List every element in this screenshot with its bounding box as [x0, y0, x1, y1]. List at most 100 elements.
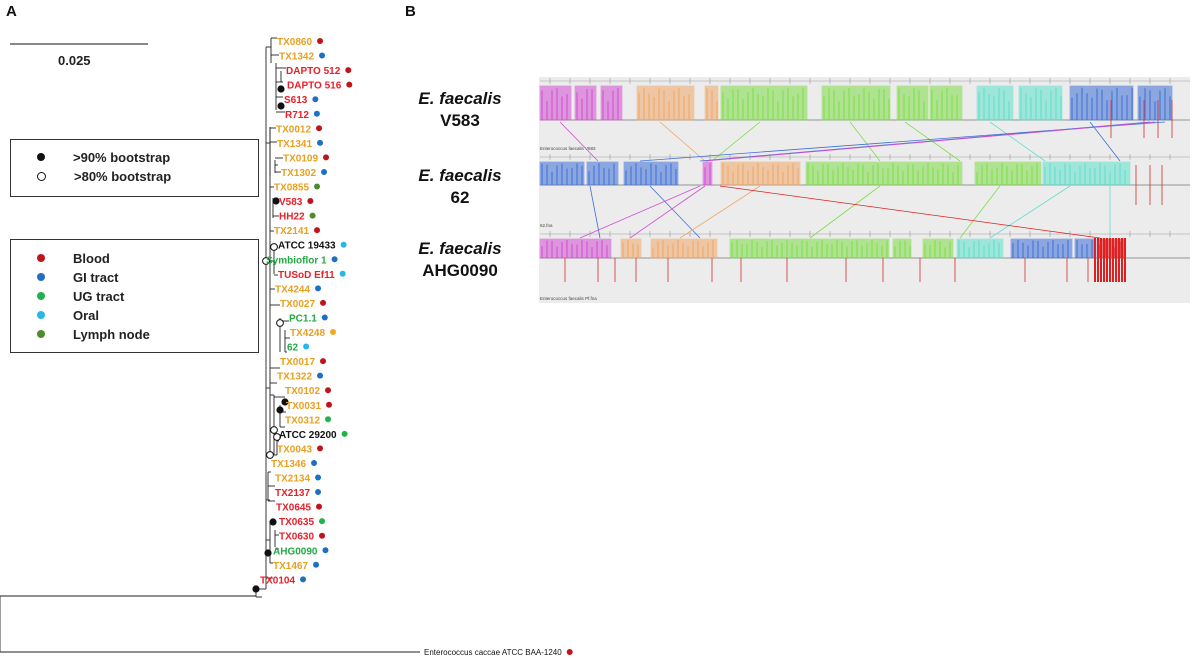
lcb-connector [649, 185, 701, 239]
lcb-block [620, 238, 642, 259]
source-dot [309, 212, 316, 219]
source-dot [319, 52, 326, 59]
lcb-block [729, 238, 890, 259]
source-dot [303, 343, 310, 350]
light-blue-dot-icon [37, 311, 45, 319]
leaf-label: TX0017 [280, 357, 315, 368]
source-dot [315, 285, 322, 292]
lcb-block [702, 161, 713, 186]
source-dot [313, 561, 320, 568]
leaf-label: TX1322 [277, 372, 312, 383]
lcb-block [650, 238, 718, 259]
genome-track: 62.fna [539, 153, 1190, 230]
leaf-label: TX2141 [274, 226, 309, 237]
source-dot [316, 125, 323, 132]
source-dot [321, 168, 328, 175]
lcb-connector [989, 121, 1046, 162]
leaf-label: Symbioflor 1 [266, 255, 327, 266]
lcb-block [1010, 238, 1073, 259]
leaf-label: TX0031 [286, 401, 321, 412]
bootstrap-80-node [270, 243, 278, 251]
leaf-label: TX4248 [290, 328, 325, 339]
leaf-label: TX0109 [283, 153, 318, 164]
lcb-block [720, 85, 808, 121]
legend-label: >80% bootstrap [74, 168, 172, 184]
source-dot [314, 227, 321, 234]
strain-name: V583 [440, 111, 480, 130]
lcb-connector [989, 185, 1071, 239]
source-dot [339, 270, 346, 277]
source-dot [319, 518, 326, 525]
leaf-label: HH22 [279, 212, 305, 223]
bootstrap-90-node [277, 85, 285, 93]
leaf-label: TX0102 [285, 386, 320, 397]
source-dot [313, 110, 320, 117]
lcb-block [974, 161, 1042, 186]
leaf-label: ATCC 29200 [279, 430, 337, 441]
source-dot [320, 358, 327, 365]
source-dot [345, 67, 352, 74]
lcb-block [720, 161, 801, 186]
leaf-label: TX2137 [275, 488, 310, 499]
source-dot [331, 256, 338, 263]
lcb-connector [849, 121, 881, 162]
lcb-connector [704, 121, 1156, 162]
genome-label-ahg0090: E. faecalis AHG0090 [385, 238, 535, 282]
source-dot [326, 401, 333, 408]
source-dot [321, 314, 328, 321]
legend-item-bootstrap-90: >90% bootstrap [11, 148, 170, 166]
source-dot [323, 154, 330, 161]
leaf-label: TX0012 [276, 124, 311, 135]
dark-green-dot-icon [37, 330, 45, 338]
lcb-block [636, 85, 695, 121]
lcb-connector [719, 185, 1101, 239]
genome-track: Enterococcus faecalis V583 [539, 77, 1190, 153]
source-dot [325, 387, 332, 394]
panel-label-b: B [405, 3, 416, 20]
source-dot [341, 430, 348, 437]
source-dot [314, 183, 321, 190]
lcb-connector [711, 121, 761, 162]
source-dot [325, 416, 332, 423]
lcb-connector [1089, 121, 1121, 162]
leaf-label: S613 [284, 95, 308, 106]
species-name: E. faecalis [418, 239, 502, 258]
leaf-label: R712 [285, 110, 309, 121]
lcb-connector [589, 185, 601, 239]
legend-label: Lymph node [73, 326, 150, 342]
bootstrap-80-node [266, 451, 274, 459]
source-dot [312, 96, 319, 103]
source-dot [566, 649, 573, 655]
green-dot-icon [37, 292, 45, 300]
bootstrap-90-node [277, 102, 285, 110]
source-dot [316, 503, 323, 510]
panel-label-a: A [6, 3, 17, 20]
legend-label: UG tract [73, 288, 125, 304]
leaf-label: TX1341 [277, 139, 312, 150]
source-dot [330, 329, 337, 335]
track-caption: Enterococcus faecalis V583 [540, 146, 596, 151]
lcb-block [821, 85, 891, 121]
leaf-label: TX0635 [279, 517, 314, 528]
red-dot-icon [37, 254, 45, 262]
track-caption: Enterococcus faecalis Pf.fna [540, 296, 597, 301]
bootstrap-90-node [272, 197, 280, 205]
source-dot [311, 459, 318, 466]
source-dot [307, 198, 314, 205]
legend-item-gi-tract: GI tract [11, 268, 119, 286]
source-dot [317, 372, 324, 379]
source-dot [346, 81, 353, 88]
bootstrap-90-node [281, 398, 289, 406]
source-dot [320, 299, 327, 306]
leaf-label: TX0312 [285, 415, 320, 426]
bootstrap-80-node [270, 426, 278, 434]
lcb-connector [809, 185, 881, 239]
legend-item-oral: Oral [11, 306, 99, 324]
legend-label: Oral [73, 307, 100, 323]
lcb-block [586, 161, 619, 186]
legend-label: Blood [73, 250, 110, 266]
lcb-connector [559, 121, 599, 162]
lcb-block [539, 85, 572, 121]
